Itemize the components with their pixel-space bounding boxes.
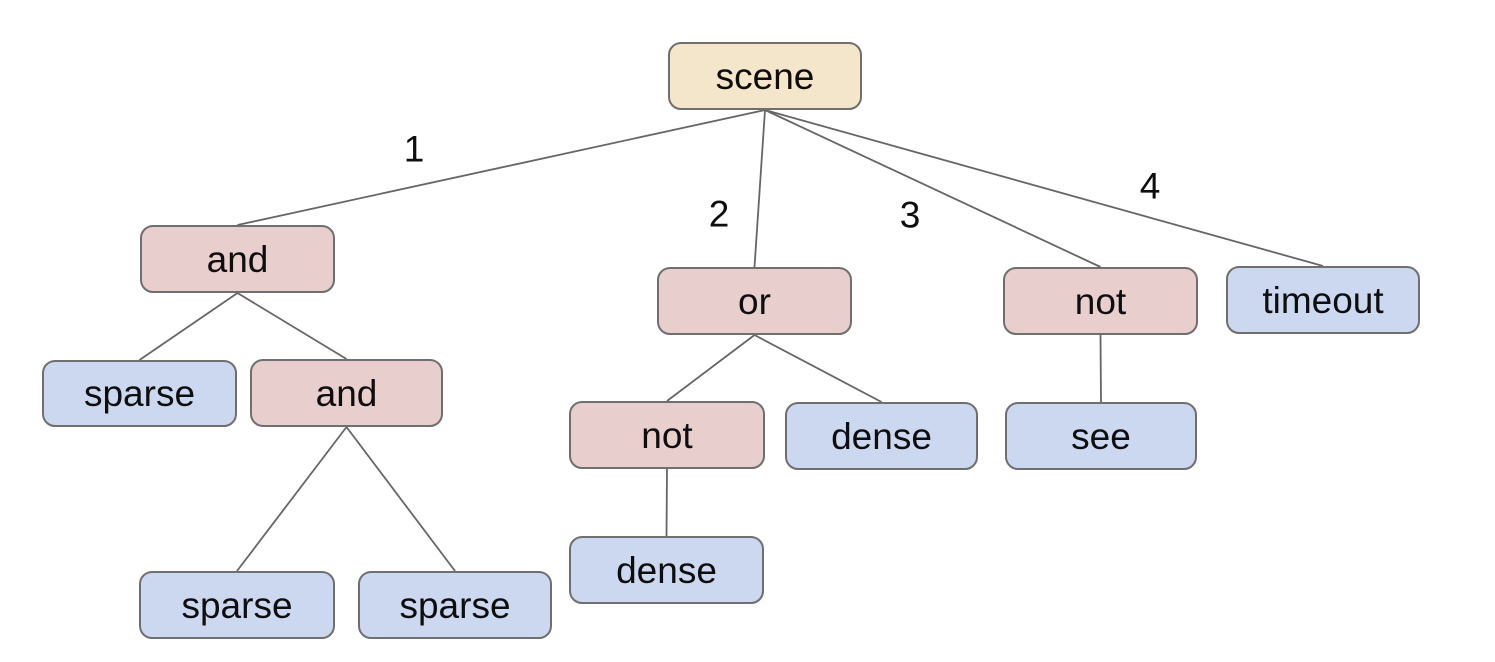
edge-and-1-to-and-2 [237, 292, 347, 360]
node-not-1: not [1003, 267, 1198, 335]
edge-scene-to-or-1 [753, 109, 766, 268]
node-timeout-1: timeout [1226, 266, 1420, 334]
edge-label-4: 4 [1139, 165, 1161, 207]
node-dense-2: dense [569, 536, 764, 604]
node-scene: scene [668, 42, 862, 110]
edge-and-2-to-sparse-2 [236, 426, 348, 572]
edge-scene-to-timeout-1 [764, 109, 1324, 267]
node-sparse-3: sparse [358, 571, 552, 639]
edge-not-1-to-see-1 [1099, 334, 1102, 403]
edge-label-2: 2 [708, 193, 730, 235]
edge-or-1-to-not-2 [666, 334, 756, 402]
edge-or-1-to-dense-1 [754, 334, 882, 403]
edge-scene-to-not-1 [764, 109, 1101, 268]
node-not-2: not [569, 401, 765, 469]
edge-label-3: 3 [899, 194, 921, 236]
node-sparse-1: sparse [42, 360, 237, 427]
edge-label-1: 1 [403, 128, 425, 170]
edge-not-2-to-dense-2 [665, 468, 668, 537]
node-and-1: and [140, 225, 335, 293]
node-or-1: or [657, 267, 852, 335]
node-sparse-2: sparse [139, 571, 335, 639]
edge-and-1-to-sparse-1 [138, 292, 239, 361]
node-and-2: and [250, 359, 443, 427]
edge-and-2-to-sparse-3 [345, 426, 456, 572]
node-see-1: see [1005, 402, 1197, 470]
edge-scene-to-and-1 [237, 109, 766, 226]
node-dense-1: dense [785, 402, 978, 470]
